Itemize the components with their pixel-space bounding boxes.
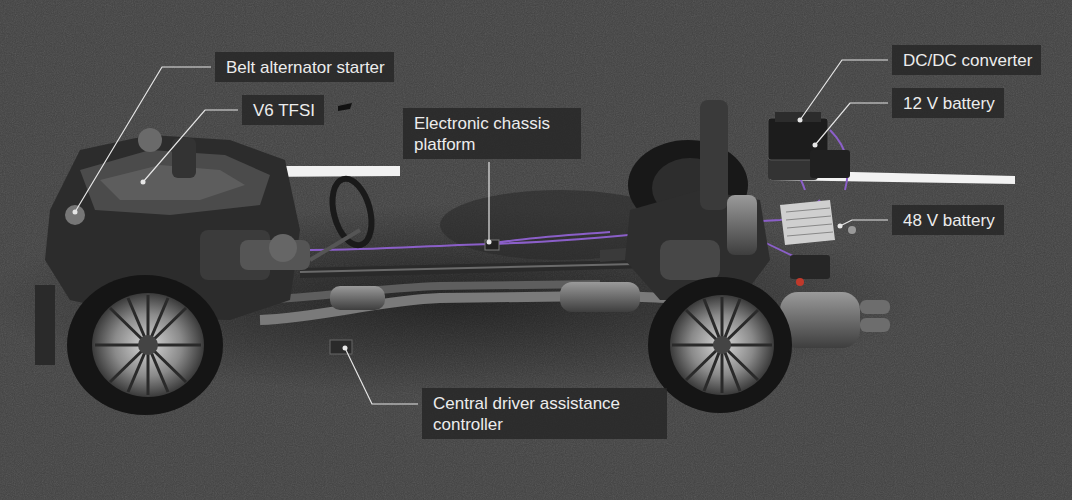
- part-label: Central driver assistance controller: [422, 388, 667, 439]
- chassis-platform-unit: [485, 240, 499, 250]
- drivetrain: [260, 246, 890, 348]
- part-label: Belt alternator starter: [215, 52, 394, 82]
- electrical-units: [768, 112, 856, 286]
- leader-lines: [75, 60, 888, 404]
- road-mark: [338, 103, 352, 111]
- part-label: 12 V battery: [892, 88, 1004, 118]
- part-label: DC/DC converter: [892, 45, 1041, 75]
- part-label: 48 V battery: [892, 205, 1004, 235]
- part-label: Electronic chassis platform: [403, 108, 581, 159]
- steering-wheel: [310, 174, 378, 260]
- part-label: V6 TFSI: [242, 95, 324, 125]
- front-wheel: [67, 275, 223, 415]
- rear-wheel: [648, 277, 792, 413]
- controller-unit: [330, 340, 352, 354]
